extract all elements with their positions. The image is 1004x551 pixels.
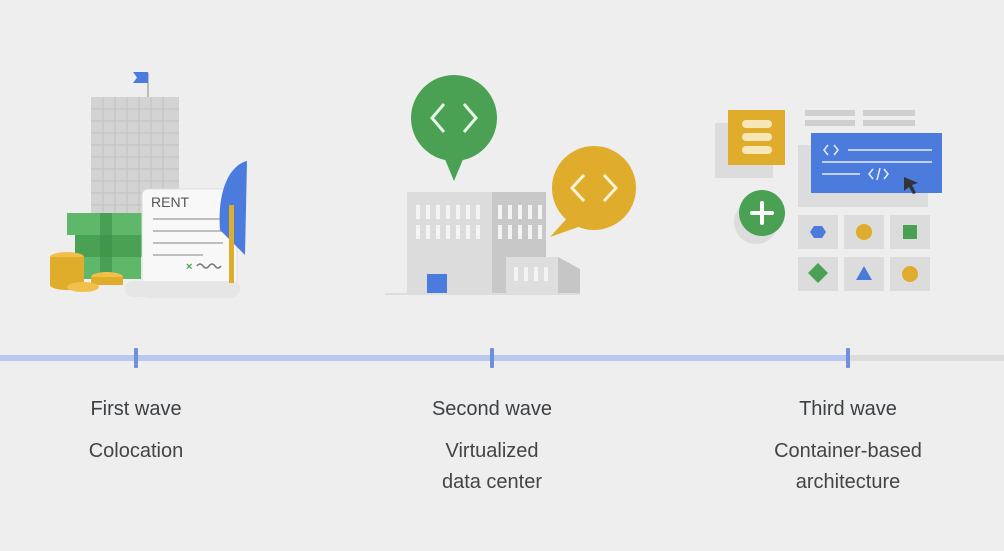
datacenter-code-bubbles-icon [385, 75, 636, 295]
rent-document-label: RENT [151, 194, 190, 210]
container-ui-components-icon [715, 110, 942, 291]
timeline-tick-third-wave [846, 348, 850, 368]
timeline-tick-second-wave [490, 348, 494, 368]
building-rent-money-icon: RENT × [50, 72, 247, 298]
first-wave-title: First wave [90, 398, 182, 420]
third-wave-title: Third wave [799, 398, 897, 420]
subtitle-line: architecture [795, 471, 901, 493]
timeline-tick-first-wave [134, 348, 138, 368]
subtitle-line: data center [441, 471, 543, 493]
timeline-track-rest [850, 355, 1004, 361]
third-wave-subtitle: Container-based architecture [718, 436, 978, 498]
subtitle-line: Colocation [88, 440, 184, 462]
second-wave-subtitle: Virtualized data center [362, 436, 622, 498]
second-wave-title: Second wave [431, 398, 553, 420]
svg-text:×: × [186, 261, 192, 273]
first-wave-subtitle: Colocation [6, 436, 266, 467]
subtitle-line: Container-based [774, 440, 922, 462]
subtitle-line: Virtualized [445, 440, 539, 462]
timeline-track-progress [0, 355, 850, 361]
